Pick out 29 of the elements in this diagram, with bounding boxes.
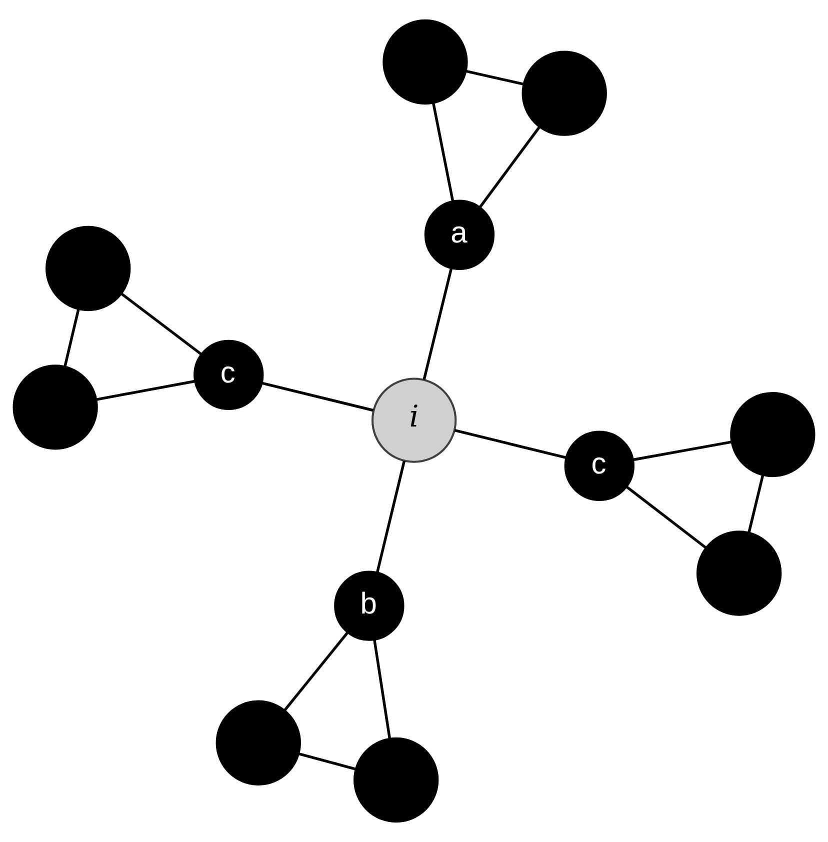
node-circle bbox=[696, 530, 782, 616]
connector bbox=[284, 632, 348, 711]
node-circle bbox=[730, 392, 816, 478]
connector bbox=[64, 308, 80, 368]
connector bbox=[422, 268, 453, 380]
connector bbox=[748, 475, 764, 534]
connector bbox=[96, 380, 196, 401]
connector bbox=[373, 640, 392, 739]
connector bbox=[454, 429, 567, 460]
node-circle bbox=[216, 700, 301, 786]
node-circle: i bbox=[371, 378, 457, 463]
node-circle: c bbox=[564, 430, 634, 501]
connector bbox=[120, 292, 202, 355]
node-circle: c bbox=[194, 340, 264, 410]
connector bbox=[432, 102, 454, 202]
connector bbox=[466, 70, 524, 86]
node-circle bbox=[353, 737, 439, 823]
connector bbox=[376, 460, 406, 573]
node-circle: a bbox=[424, 200, 495, 270]
connector bbox=[626, 486, 706, 549]
connector bbox=[261, 382, 374, 412]
connector bbox=[478, 126, 541, 208]
node-circle bbox=[12, 364, 98, 450]
node-circle: b bbox=[334, 570, 404, 641]
connector bbox=[298, 752, 356, 770]
connector bbox=[632, 440, 732, 462]
node-circle bbox=[522, 50, 607, 136]
node-circle bbox=[382, 19, 468, 105]
node-circle bbox=[46, 226, 131, 312]
